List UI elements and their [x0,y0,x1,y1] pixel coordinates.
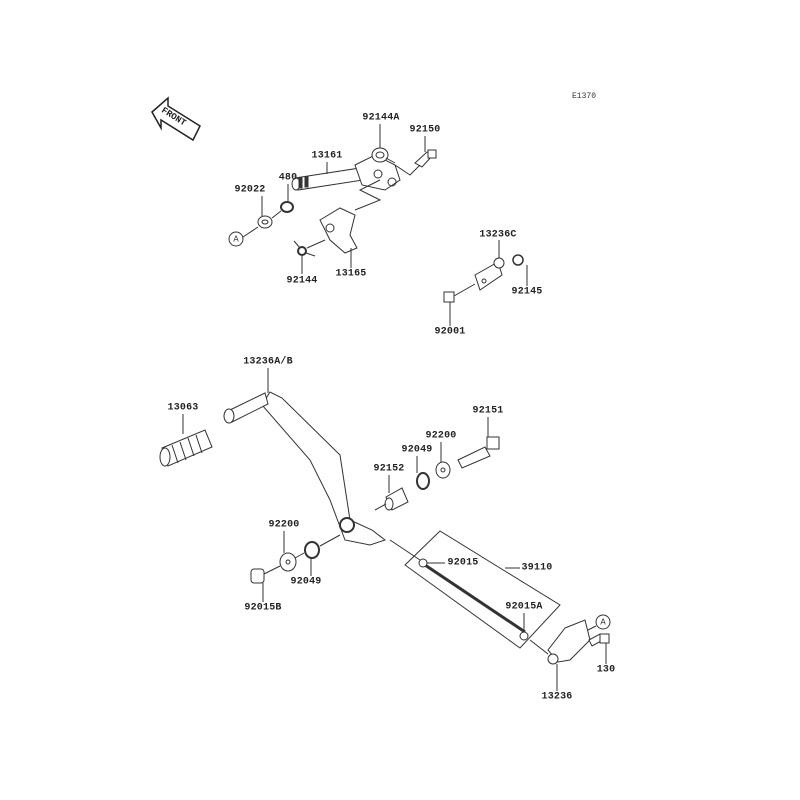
bolt-130 [588,633,610,647]
bolt-92001 [443,283,476,303]
washer-92022 [257,215,273,229]
reference-marker-a: A [595,614,611,630]
part-label[interactable]: 130 [596,664,616,676]
washer-92200-upper [435,461,451,479]
shift-shaft-13161 [291,154,401,191]
part-label[interactable]: 92015A [505,601,543,613]
part-label[interactable]: 92049 [290,576,322,588]
part-label[interactable]: 13165 [335,268,367,280]
part-label[interactable]: 92145 [511,286,543,298]
part-label[interactable]: 92049 [401,444,433,456]
part-label[interactable]: 13063 [167,402,199,414]
part-label[interactable]: 92144A [362,112,400,124]
washer-480 [280,201,294,213]
part-label[interactable]: 92015 [447,557,479,569]
rod-39110 [418,558,529,641]
part-label[interactable]: 13161 [311,150,343,162]
pedal-13236AB [223,391,387,546]
diagram-code: E1370 [572,92,597,101]
part-label[interactable]: 92015B [244,602,282,614]
arm-13236C [474,257,505,291]
spring-92145 [512,254,524,266]
part-label[interactable]: 92150 [409,124,441,136]
link-13236 [547,619,591,665]
bolt-92150 [414,149,437,168]
bushing-92152 [384,487,409,511]
washer-92200-lower [279,552,297,572]
part-label[interactable]: 92200 [425,430,457,442]
front-arrow-icon [151,96,201,142]
assembly-box-39110 [404,530,561,649]
washer-92049-lower [304,541,320,559]
part-label[interactable]: 39110 [521,562,553,574]
washer-92049-upper [416,472,430,490]
bolt-92151 [457,436,500,469]
arm-13165 [319,207,358,254]
spring-92144A [371,147,396,164]
part-label[interactable]: 13236C [479,229,517,241]
rubber-13063 [159,429,213,467]
spring-92144 [293,240,316,257]
part-label[interactable]: 13236 [541,691,573,703]
reference-marker-a: A [228,231,244,247]
part-label[interactable]: 13236A/B [243,356,293,368]
part-label[interactable]: 92200 [268,519,300,531]
part-label[interactable]: 92152 [373,463,405,475]
part-label[interactable]: 92151 [472,405,504,417]
nut-92015B [250,568,265,584]
part-label[interactable]: 92144 [286,275,318,287]
part-label[interactable]: 92022 [234,184,266,196]
part-label[interactable]: 480 [278,172,298,184]
part-label[interactable]: 92001 [434,326,466,338]
